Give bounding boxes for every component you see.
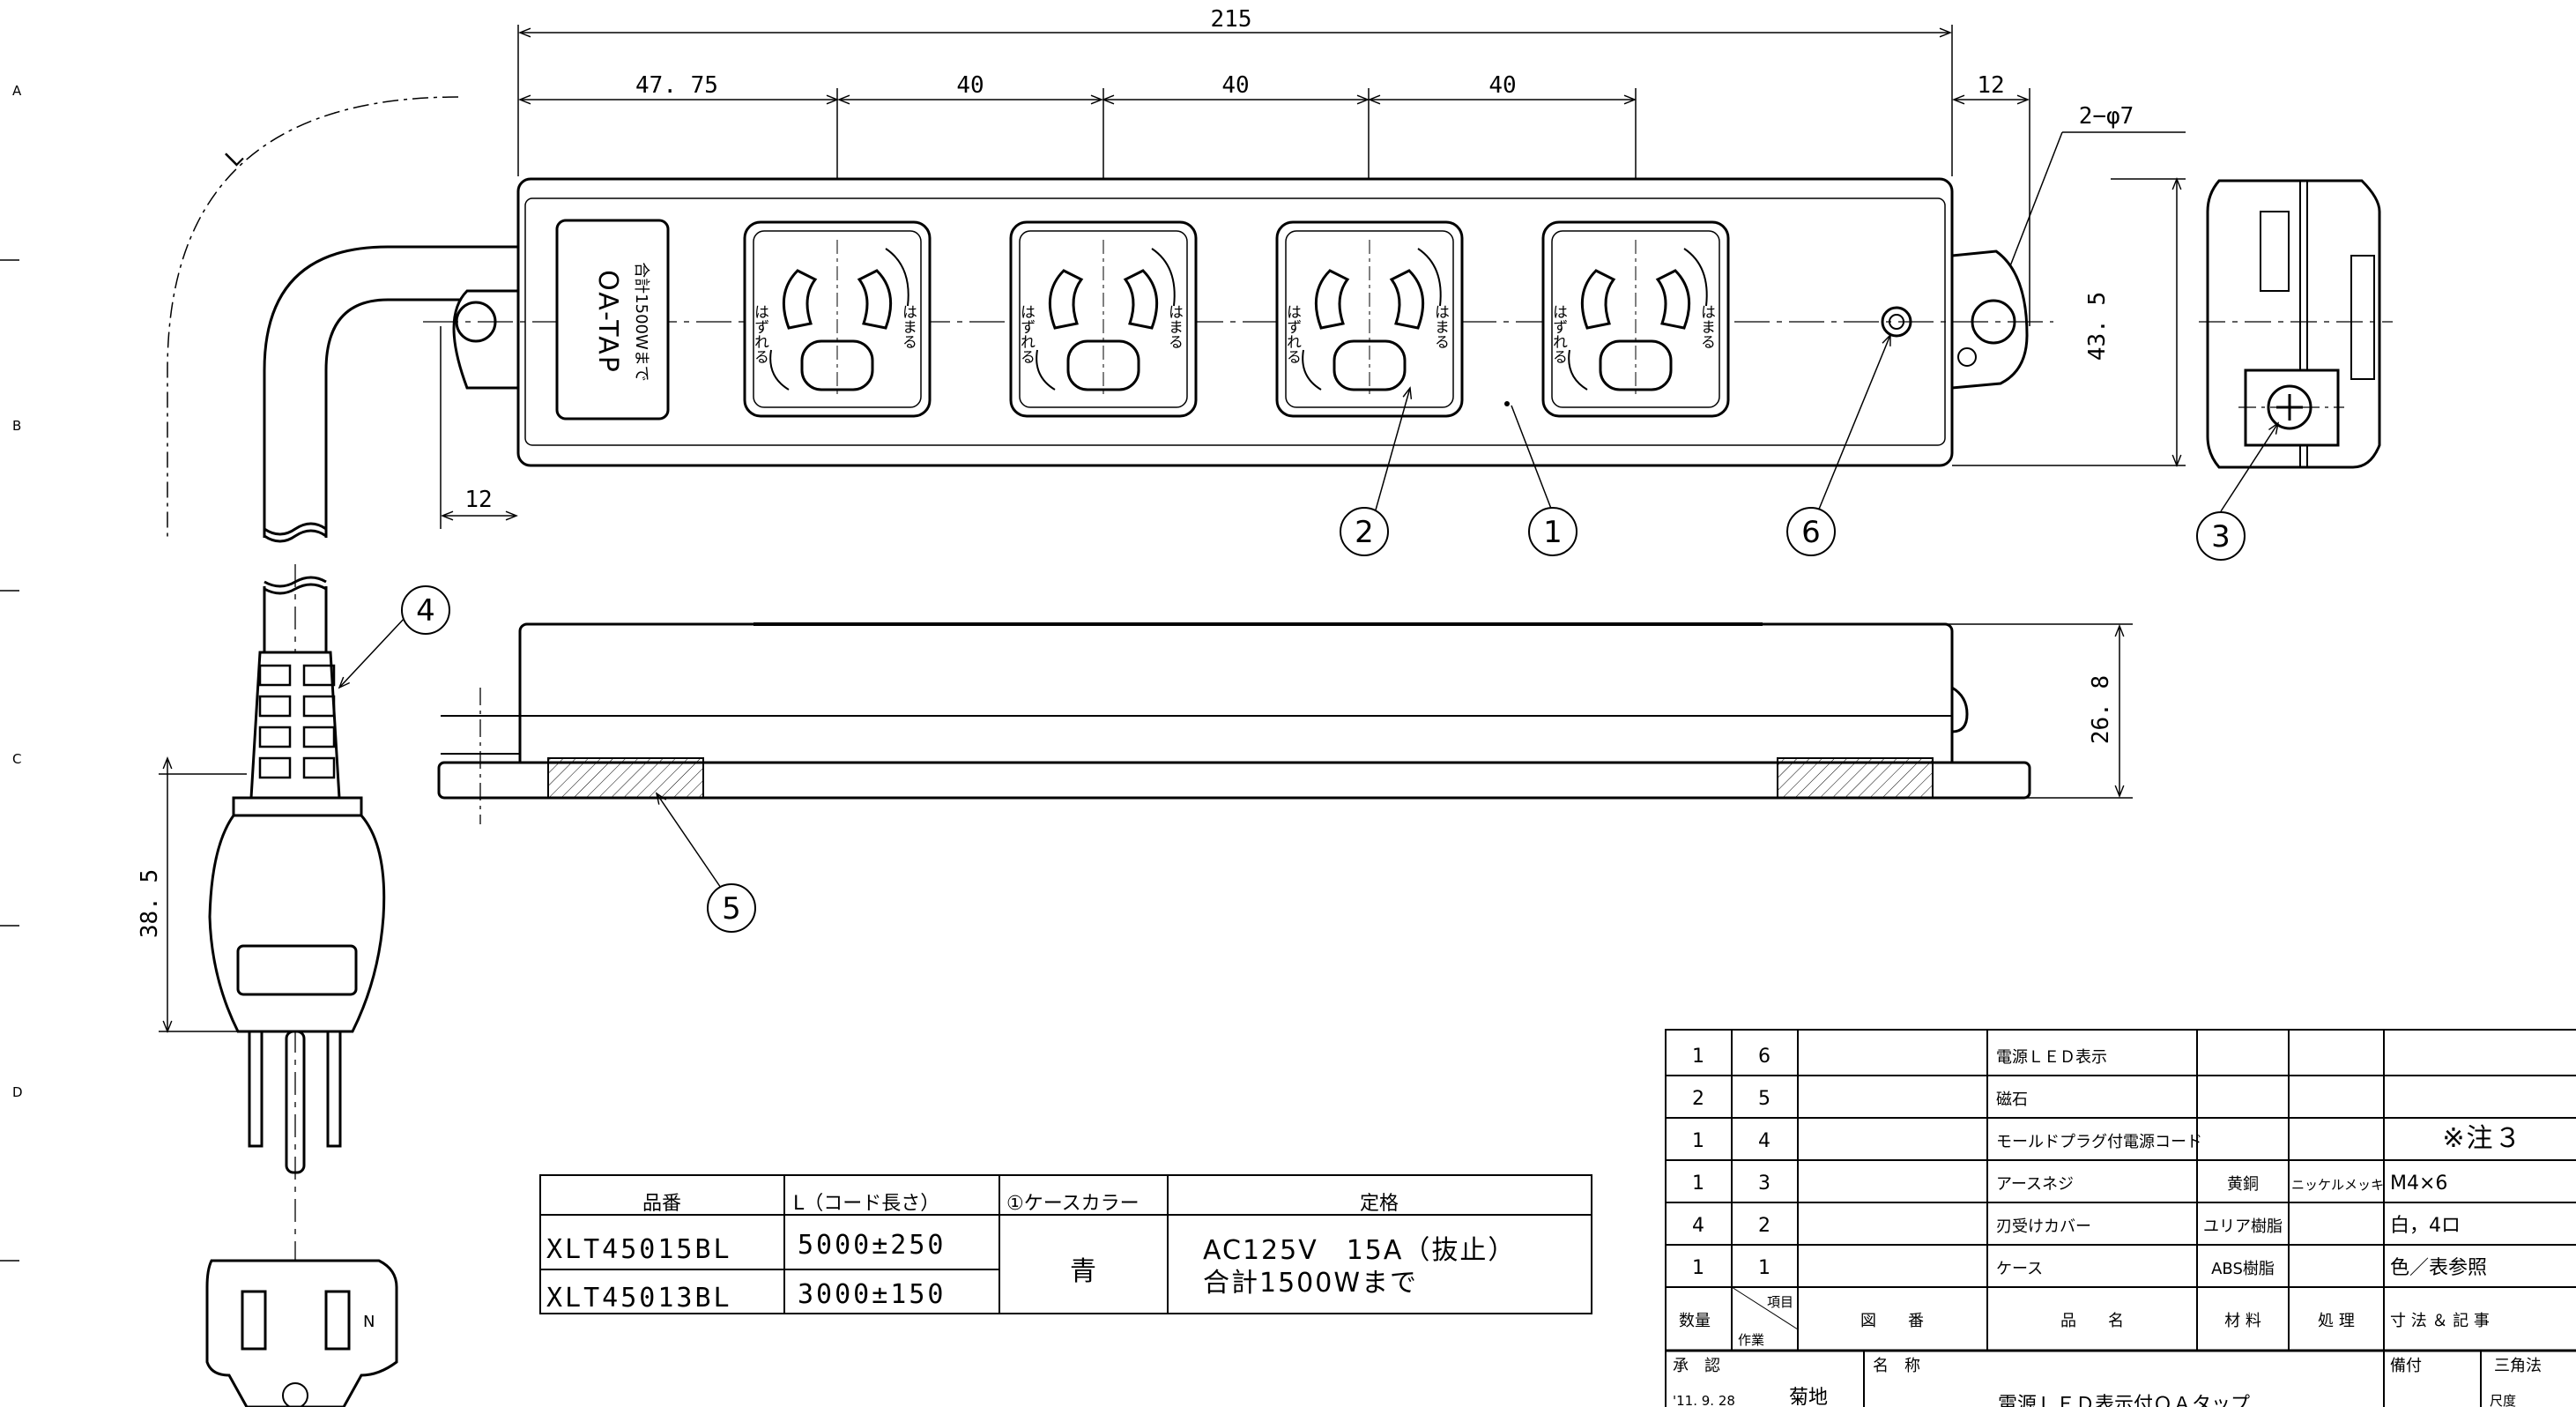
dim-pitch-1: 40 (956, 72, 984, 99)
balloons: 1 2 3 4 5 6 (401, 507, 2246, 933)
product-logo: OA-TAP (592, 270, 623, 374)
model-rating-line-1: AC125V 15A（抜止） (1203, 1235, 1516, 1266)
parts-row-1-name: 電源ＬＥＤ表示 (1996, 1048, 2107, 1067)
parts-row-6-material: ABS樹脂 (2211, 1260, 2275, 1278)
product-rating-label: 合計1500Wまで (632, 262, 650, 382)
led-indicator (1881, 306, 1912, 338)
edge-label-b: B (12, 418, 21, 434)
parts-row-4-qty: 1 (1692, 1172, 1704, 1195)
parts-row-5-qty: 4 (1692, 1215, 1704, 1237)
dim-pitch-2: 40 (1221, 72, 1249, 99)
parts-row-2-name: 磁石 (1996, 1091, 2028, 1109)
parts-row-4-name: アースネジ (1996, 1175, 2074, 1194)
parts-row-6-spec: 色／表参照 (2390, 1257, 2487, 1279)
outlet-2-label-right: はまる (1165, 304, 1183, 349)
parts-row-3-qty: 1 (1692, 1130, 1704, 1152)
parts-row-3-item: 4 (1758, 1130, 1771, 1152)
parts-row-5-name: 刃受けカバー (1996, 1217, 2091, 1236)
parts-footer-work: 作業 (1738, 1332, 1764, 1348)
balloon-2: 2 (1355, 515, 1374, 550)
parts-row-5-spec: 白，4ロ (2390, 1215, 2461, 1237)
dim-plug: 38. 5 (137, 869, 163, 938)
dim-end-offset: 12 (1977, 72, 2004, 99)
title-name-label: 名 称 (1873, 1357, 1920, 1375)
dim-left-offset: 12 (464, 487, 492, 513)
model-header-length: L（コード長さ） (793, 1193, 939, 1215)
outlet-2-label-left: はずれる (1017, 304, 1035, 364)
edge-label-d: D (12, 1084, 23, 1100)
parts-footer-material: 材 料 (2224, 1312, 2261, 1330)
outlet-1-label-right: はまる (899, 304, 917, 349)
parts-footer-qty: 数量 (1679, 1312, 1711, 1330)
parts-row-4-treatment: ニッケルメッキ (2291, 1177, 2384, 1193)
dim-first-pitch: 47. 75 (635, 72, 718, 99)
model-row-1-part: XLT45015BL (546, 1234, 732, 1265)
parts-row-2-qty: 2 (1692, 1088, 1704, 1110)
parts-table: 1 6 電源ＬＥＤ表示 2 5 磁石 1 4 モールドプラグ付電源コード ※注３ 1 3 アースネジ 黄銅… (1665, 1029, 2576, 1407)
dim-pitch-3: 40 (1488, 72, 1516, 99)
title-product-name: 電源ＬＥＤ表示付ＯＡタップ (1998, 1394, 2250, 1407)
parts-row-3-spec: ※注３ (2442, 1123, 2522, 1154)
parts-row-4-spec: M4×6 (2390, 1172, 2447, 1195)
outlet-1-label-left: はずれる (751, 304, 768, 364)
outlet-3-label-right: はまる (1431, 304, 1449, 349)
model-row-1-length: 5000±250 (798, 1230, 947, 1261)
balloon-4: 4 (416, 593, 435, 629)
outlet-4-label-left: はずれる (1549, 304, 1567, 364)
dim-cord-length: L (220, 144, 249, 172)
parts-row-3-name: モールドプラグ付電源コード (1996, 1133, 2202, 1151)
page-edge-markers: A B C D (0, 83, 23, 1262)
parts-row-2-item: 5 (1758, 1088, 1771, 1110)
parts-footer-spec: 寸 法 ＆ 記 事 (2390, 1312, 2490, 1330)
parts-row-4-item: 3 (1758, 1172, 1771, 1195)
title-scale-label: 尺度 (2490, 1393, 2516, 1407)
dim-depth: 26. 8 (2088, 675, 2114, 744)
title-approver: 菊地 (1789, 1387, 1828, 1407)
model-header-rating: 定格 (1360, 1193, 1399, 1215)
parts-footer-drawing: 図 番 (1860, 1312, 1924, 1330)
outlet-3-label-left: はずれる (1283, 304, 1301, 364)
parts-footer-name: 品 名 (2060, 1312, 2124, 1330)
model-row-2-part: XLT45013BL (546, 1283, 732, 1314)
balloon-leaders (338, 333, 2280, 891)
balloon-1: 1 (1543, 515, 1563, 550)
parts-row-6-qty: 1 (1692, 1257, 1704, 1279)
model-header-part: 品番 (642, 1193, 681, 1215)
model-row-2-length: 3000±150 (798, 1279, 947, 1310)
dim-overall: 215 (1211, 6, 1252, 33)
model-table: 品番 L（コード長さ） ①ケースカラー 定格 XLT45015BL 5000±2… (539, 1174, 1592, 1314)
parts-row-4-material: 黄銅 (2227, 1175, 2259, 1194)
dim-hole: 2−φ7 (2079, 103, 2134, 130)
dim-height: 43. 5 (2084, 292, 2111, 361)
ground-mark-icon (1957, 347, 1977, 367)
front-view: OA-TAP 合計1500Wまで はずれる はまる はずれる はまる はずれる … (167, 96, 2053, 543)
parts-row-1-item: 6 (1758, 1046, 1771, 1068)
parts-row-5-material: ユリア樹脂 (2203, 1217, 2283, 1236)
balloon-5: 5 (722, 891, 741, 927)
parts-row-5-item: 2 (1758, 1215, 1771, 1237)
balloon-6: 6 (1801, 515, 1821, 550)
plug-view (159, 564, 398, 1407)
edge-label-c: C (12, 751, 21, 767)
title-projection-method: 三角法 (2494, 1357, 2542, 1375)
bottom-view (437, 622, 2133, 824)
parts-row-1-qty: 1 (1692, 1046, 1704, 1068)
outlet-4-label-right: はまる (1697, 304, 1715, 349)
plug-neutral-mark: N (363, 1313, 375, 1331)
side-view (2199, 179, 2393, 469)
parts-footer-treatment: 処 理 (2318, 1312, 2355, 1330)
balloon-3: 3 (2211, 519, 2231, 555)
model-color: 青 (1070, 1256, 1098, 1287)
title-approve-label: 承 認 (1673, 1357, 1720, 1375)
title-note-label: 備付 (2390, 1357, 2422, 1375)
parts-footer-item: 項目 (1767, 1294, 1793, 1310)
parts-row-6-name: ケース (1996, 1260, 2043, 1278)
model-header-color: ①ケースカラー (1006, 1193, 1140, 1215)
edge-label-a: A (12, 83, 22, 99)
model-rating-line-2: 合計1500Wまで (1203, 1268, 1418, 1299)
parts-row-6-item: 1 (1758, 1257, 1771, 1279)
title-date: '11. 9. 28 (1673, 1393, 1735, 1407)
